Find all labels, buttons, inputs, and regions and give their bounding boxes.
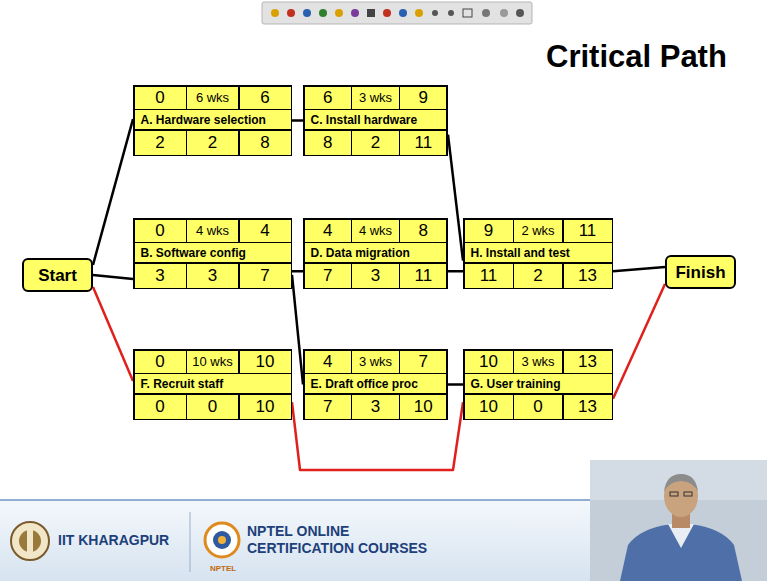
late-start: 10 xyxy=(465,395,513,419)
activity-box: 92 wks11H. Install and test11213 xyxy=(463,218,613,289)
activity-box: 06 wks6A. Hardware selection228 xyxy=(133,85,292,156)
duration-cell: 3 wks xyxy=(352,351,398,373)
activity-box: 103 wks13G. User training10013 xyxy=(463,349,613,420)
activity-name: A. Hardware selection xyxy=(135,110,291,129)
nptel-logo xyxy=(205,523,239,557)
early-finish: 10 xyxy=(240,351,291,373)
activity-name: G. User training xyxy=(465,374,612,393)
connector xyxy=(448,270,463,273)
late-finish: 10 xyxy=(240,395,291,419)
late-finish: 8 xyxy=(240,131,291,155)
early-start: 0 xyxy=(135,351,186,373)
early-start: 10 xyxy=(465,351,513,373)
terminal-box: Start xyxy=(22,258,93,292)
slack-cell: 2 xyxy=(187,131,238,155)
activity-box: 04 wks4B. Software config337 xyxy=(133,218,292,289)
terminal-label: Start xyxy=(38,267,77,284)
institute-name: IIT KHARAGPUR xyxy=(58,533,169,548)
slack-cell: 0 xyxy=(187,395,238,419)
early-start: 4 xyxy=(305,220,351,242)
critical-connector xyxy=(93,287,133,381)
iit-logo xyxy=(11,522,49,560)
early-start: 9 xyxy=(465,220,513,242)
connector xyxy=(613,267,665,271)
late-start: 7 xyxy=(305,264,351,288)
late-finish: 7 xyxy=(240,264,291,288)
early-finish: 4 xyxy=(240,220,291,242)
activity-box: 010 wks10F. Recruit staff0010 xyxy=(133,349,292,420)
activity-name: E. Draft office proc xyxy=(305,374,447,393)
activity-name: C. Install hardware xyxy=(305,110,447,129)
activity-box: 43 wks7E. Draft office proc7310 xyxy=(303,349,448,420)
pen-toolbar xyxy=(262,2,532,24)
late-finish: 11 xyxy=(400,264,446,288)
early-finish: 11 xyxy=(564,220,612,242)
connector xyxy=(448,383,463,386)
toolbar-icons xyxy=(271,9,524,17)
slack-cell: 0 xyxy=(514,395,562,419)
activity-name: F. Recruit staff xyxy=(135,374,291,393)
connector xyxy=(292,270,303,273)
duration-cell: 3 wks xyxy=(352,87,398,109)
connector xyxy=(448,135,463,261)
duration-cell: 6 wks xyxy=(187,87,238,109)
late-start: 0 xyxy=(135,395,186,419)
connector xyxy=(292,275,303,385)
slack-cell: 3 xyxy=(352,264,398,288)
late-finish: 10 xyxy=(400,395,446,419)
connector xyxy=(292,119,303,122)
activity-name: H. Install and test xyxy=(465,243,612,262)
late-start: 2 xyxy=(135,131,186,155)
early-finish: 6 xyxy=(240,87,291,109)
duration-cell: 2 wks xyxy=(514,220,562,242)
late-finish: 13 xyxy=(564,264,612,288)
late-finish: 13 xyxy=(564,395,612,419)
late-start: 8 xyxy=(305,131,351,155)
activity-box: 44 wks8D. Data migration 7311 xyxy=(303,218,448,289)
slack-cell: 3 xyxy=(187,264,238,288)
early-finish: 8 xyxy=(400,220,446,242)
critical-connector xyxy=(613,284,665,399)
slack-cell: 3 xyxy=(352,395,398,419)
early-start: 6 xyxy=(305,87,351,109)
slack-cell: 2 xyxy=(352,131,398,155)
course-banner: CERTIFICATION COURSES xyxy=(247,541,427,556)
connector xyxy=(93,119,133,265)
duration-cell: 4 wks xyxy=(187,220,238,242)
slack-cell: 2 xyxy=(514,264,562,288)
early-finish: 7 xyxy=(400,351,446,373)
duration-cell: 4 wks xyxy=(352,220,398,242)
connector xyxy=(93,275,133,279)
duration-cell: 10 wks xyxy=(187,351,238,373)
activity-name: B. Software config xyxy=(135,243,291,262)
terminal-box: Finish xyxy=(665,255,736,289)
late-start: 3 xyxy=(135,264,186,288)
early-start: 4 xyxy=(305,351,351,373)
late-start: 7 xyxy=(305,395,351,419)
early-finish: 13 xyxy=(564,351,612,373)
early-finish: 9 xyxy=(400,87,446,109)
duration-cell: 3 wks xyxy=(514,351,562,373)
early-start: 0 xyxy=(135,87,186,109)
activity-name: D. Data migration xyxy=(305,243,447,262)
course-banner: NPTEL ONLINE xyxy=(247,524,349,539)
footer-divider xyxy=(190,512,191,572)
slide-title: Critical Path xyxy=(546,40,727,74)
presenter-video xyxy=(590,460,767,581)
late-start: 11 xyxy=(465,264,513,288)
logo-caption: NPTEL xyxy=(210,565,236,574)
late-finish: 11 xyxy=(400,131,446,155)
early-start: 0 xyxy=(135,220,186,242)
activity-box: 63 wks9C. Install hardware 8211 xyxy=(303,85,448,156)
terminal-label: Finish xyxy=(675,264,725,281)
